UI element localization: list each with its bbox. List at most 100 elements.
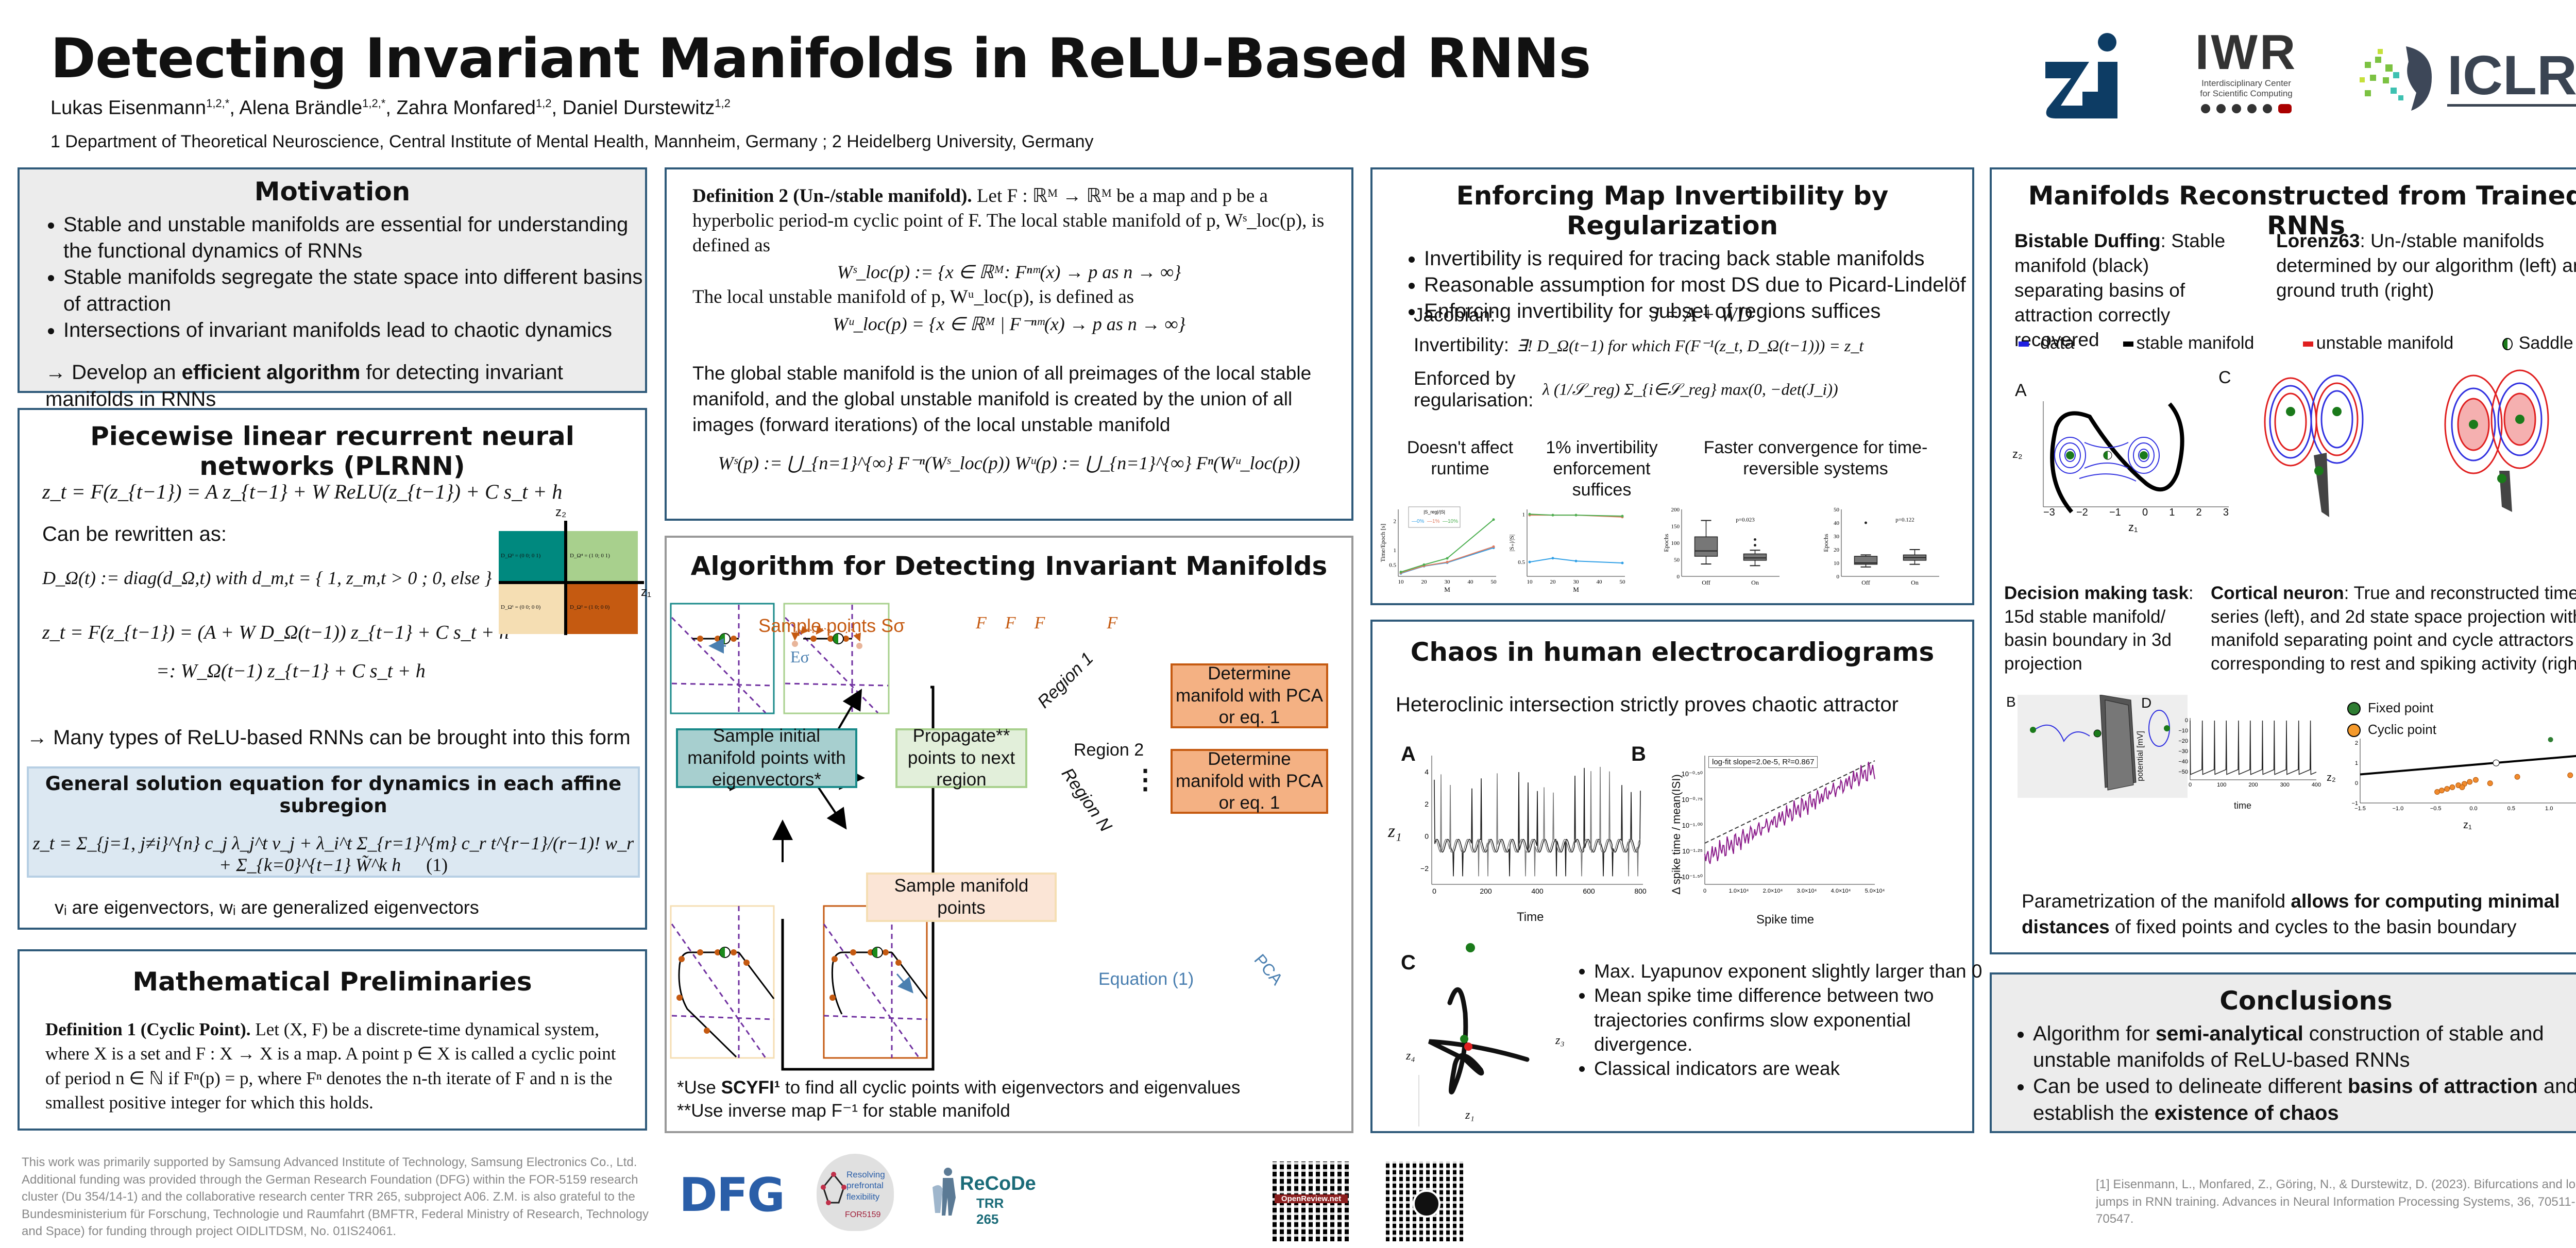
iwr-logo: IWR Interdisciplinary Center for Scienti… [2184, 27, 2308, 125]
motivation-bullet: Stable manifolds segregate the state spa… [63, 264, 645, 317]
eigenvector-note: vᵢ are eigenvectors, wᵢ are generalized … [55, 897, 479, 918]
data-point [1492, 545, 1495, 548]
duffing-description: Bistable Duffing: Stable manifold (black… [2014, 230, 2226, 351]
x-tick-label: −1.0 [2392, 806, 2403, 812]
y-tick-label: 0.5 [1518, 559, 1525, 566]
manifolds-panel: Manifolds Reconstructed from Trained RNN… [1990, 167, 2576, 954]
chaos-panel-b-label: B [1631, 743, 1646, 765]
x-tick-label: 400 [1531, 887, 1544, 895]
quadrant-q2 [566, 583, 638, 634]
quadrant-q1 [499, 583, 566, 634]
determine-manifold-box-2: Determine manifold with PCA or eq. 1 [1171, 749, 1328, 814]
z2-axis [564, 521, 567, 635]
invertibility-row: Invertibility:∃! D_Ω(t−1) for which F(F⁻… [1414, 334, 1864, 355]
fixed-point [2548, 737, 2553, 742]
funding-acknowledgement: This work was primarily supported by Sam… [22, 1155, 649, 1239]
conclusions-heading: Conclusions [2219, 986, 2393, 1016]
github-qr-code[interactable] [1386, 1161, 1463, 1241]
enforcing-bullet: Invertibility is required for tracing ba… [1424, 246, 1972, 272]
e-sigma-label: Eσ [790, 647, 809, 666]
runtime-caption: Doesn't affect runtime [1406, 438, 1514, 478]
y-tick-label: 10⁻¹·²⁵ [1682, 847, 1703, 855]
iclr-logo: ICLR [2354, 41, 2576, 113]
motivation-conclusion: → Develop an efficient algorithm for det… [45, 361, 563, 411]
x-tick-label: 30 [1445, 579, 1451, 585]
author: Lukas Eisenmann [50, 97, 207, 119]
algorithm-diagram [670, 603, 935, 1071]
x-tick-label: On [1751, 579, 1759, 586]
legend-entry: —10% [1443, 519, 1458, 524]
dfg-logo: DFG [679, 1168, 785, 1222]
stable-manifold-surface [2314, 453, 2329, 517]
y-tick-label: 2 [1394, 519, 1397, 525]
lorenz-trajectories [2444, 369, 2549, 474]
state-space-legend: Fixed point Cyclic point [2347, 697, 2436, 740]
legend-item-data: data [2019, 333, 2074, 353]
log-fit-line [1704, 760, 1875, 844]
data-point [1422, 563, 1426, 566]
y-tick-label: 200 [1671, 507, 1680, 513]
y-tick-label: 50 [1834, 507, 1840, 513]
fixed-point-marker [2140, 451, 2148, 459]
y-tick-label: 20 [1834, 547, 1840, 553]
jacobian-row: Jacobian:J = A + WD [1414, 303, 1752, 326]
chaos-bullet: Max. Lyapunov exponent slightly larger t… [1594, 959, 1996, 983]
chaos-c-z4: z₄ [1406, 1049, 1415, 1063]
chaos-3d-attractor [1418, 943, 1530, 1126]
y-tick-label: 10 [1834, 560, 1840, 567]
global-manifold-text: The global stable manifold is the union … [692, 363, 1312, 436]
local-stable-manifold-eq: Wˢ_loc(p) := {x ∈ ℝᴹ: Fⁿᵐ(x) → p as n → … [837, 262, 1181, 283]
saddle-point-icon [2502, 338, 2513, 351]
enforcing-panel: Enforcing Map Invertibility by Regulariz… [1370, 167, 1974, 605]
parametrization-note: Parametrization of the manifold allows f… [2022, 891, 2560, 937]
voltage-trace [2190, 720, 2317, 775]
data-trajectories [2054, 437, 2160, 482]
author: Daniel Durstewitz [562, 97, 715, 119]
sample-points-frame [670, 603, 775, 714]
determine-manifold-box-1: Determine manifold with PCA or eq. 1 [1171, 663, 1328, 728]
z2-axis-label: z₂ [555, 505, 567, 519]
conclusions-bullets: Algorithm for semi-analytical constructi… [1992, 1021, 2576, 1126]
y-tick-label: −40 [2178, 759, 2188, 765]
conclusion-bullet: Algorithm for semi-analytical constructi… [2033, 1021, 2576, 1073]
affiliations: 1 Department of Theoretical Neuroscience… [50, 132, 1094, 151]
saddle-point-marker [2104, 451, 2108, 459]
data-point [1574, 514, 1578, 517]
x-tick-label: On [1911, 579, 1919, 586]
poster-title: Detecting Invariant Manifolds in ReLU-Ba… [50, 27, 1591, 90]
x-tick-label: 300 [2280, 782, 2290, 788]
stable-manifold-curve [2050, 402, 2184, 514]
outlier [1754, 544, 1756, 547]
x-tick-label: −1.5 [2354, 806, 2366, 812]
enforcing-bullet: Reasonable assumption for most DS due to… [1424, 272, 1972, 298]
x-tick-label: 0 [2189, 782, 2192, 788]
chaos-b-legend: log-fit slope=2.0e-5, R²=0.867 [1708, 756, 1818, 768]
x-tick-label: Off [1861, 579, 1870, 586]
data-point [1574, 559, 1578, 562]
cyclic-point [2472, 777, 2479, 783]
x-tick-label: 2.0×10⁴ [1763, 888, 1783, 894]
footnote-scyfi: *Use SCYFI¹ to find all cyclic points wi… [677, 1078, 1241, 1098]
duffing-xlabel: z₁ [2128, 521, 2138, 534]
x-tick-label: 200 [1480, 887, 1492, 895]
y-tick-label: −10 [2178, 728, 2188, 734]
x-tick-label: 1.0 [2545, 806, 2553, 812]
cyclic-point [2444, 786, 2450, 792]
z1-axis [499, 581, 644, 584]
motivation-bullet: Intersections of invariant manifolds lea… [63, 317, 645, 344]
box [1854, 556, 1878, 565]
openreview-qr-code[interactable]: OpenReview.net [1273, 1161, 1350, 1241]
saddle-point [2493, 759, 2500, 766]
x-tick-label: 0.0 [2469, 806, 2477, 812]
state-space-ylabel: z₂ [2327, 772, 2336, 783]
y-axis-label: Epochs [1822, 534, 1829, 552]
data-point [1492, 518, 1495, 521]
chaos-a-ylabel: z₁ [1388, 820, 1402, 841]
sample-manifold-frame [670, 905, 775, 1059]
x-tick-label: Off [1702, 579, 1710, 586]
y-tick-label: 10⁻⁰·⁵⁰ [1682, 770, 1703, 778]
chaos-bullet: Classical indicators are weak [1594, 1056, 1996, 1081]
reference-1: [1] Eisenmann, L., Monfared, Z., Göring,… [2096, 1177, 2576, 1226]
